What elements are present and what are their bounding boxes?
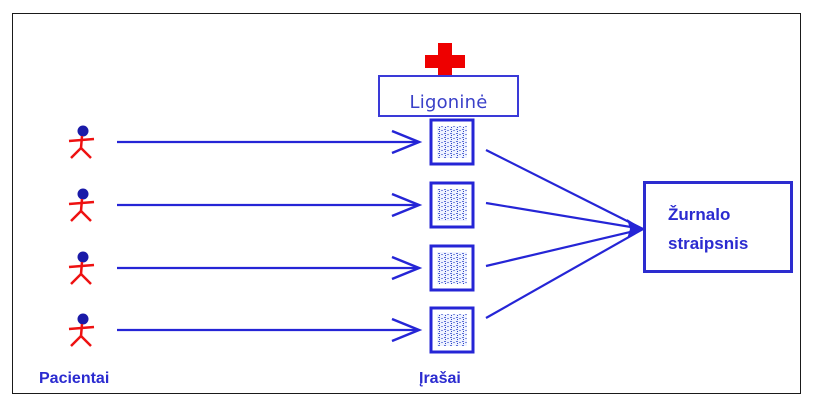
journal-article-label: Žurnalo straipsnis <box>668 205 749 253</box>
hospital-label: Ligoninė <box>409 92 488 113</box>
person-icon <box>68 125 95 159</box>
document-icon <box>429 118 475 166</box>
person-icon <box>68 251 95 285</box>
journal-arrowhead <box>627 219 643 239</box>
document-icon <box>429 181 475 229</box>
red-cross-icon <box>425 43 465 80</box>
journal-article-box: Žurnalo straipsnis <box>643 181 793 273</box>
person-icon <box>68 313 95 347</box>
record-to-journal-arrow <box>485 227 644 268</box>
records-caption: Įrašai <box>419 370 461 387</box>
patient-to-record-arrow <box>117 129 423 155</box>
document-icon <box>429 244 475 292</box>
diagram-frame <box>12 13 801 394</box>
document-icon <box>429 306 475 354</box>
record-to-journal-arrow <box>485 201 644 231</box>
hospital-box: Ligoninė <box>378 75 519 117</box>
record-to-journal-arrow <box>485 149 644 230</box>
person-icon <box>68 188 95 222</box>
record-to-journal-arrow <box>485 228 644 319</box>
patient-to-record-arrow <box>117 317 423 343</box>
patient-to-record-arrow <box>117 192 423 218</box>
patients-caption: Pacientai <box>39 370 110 387</box>
patient-to-record-arrow <box>117 255 423 281</box>
